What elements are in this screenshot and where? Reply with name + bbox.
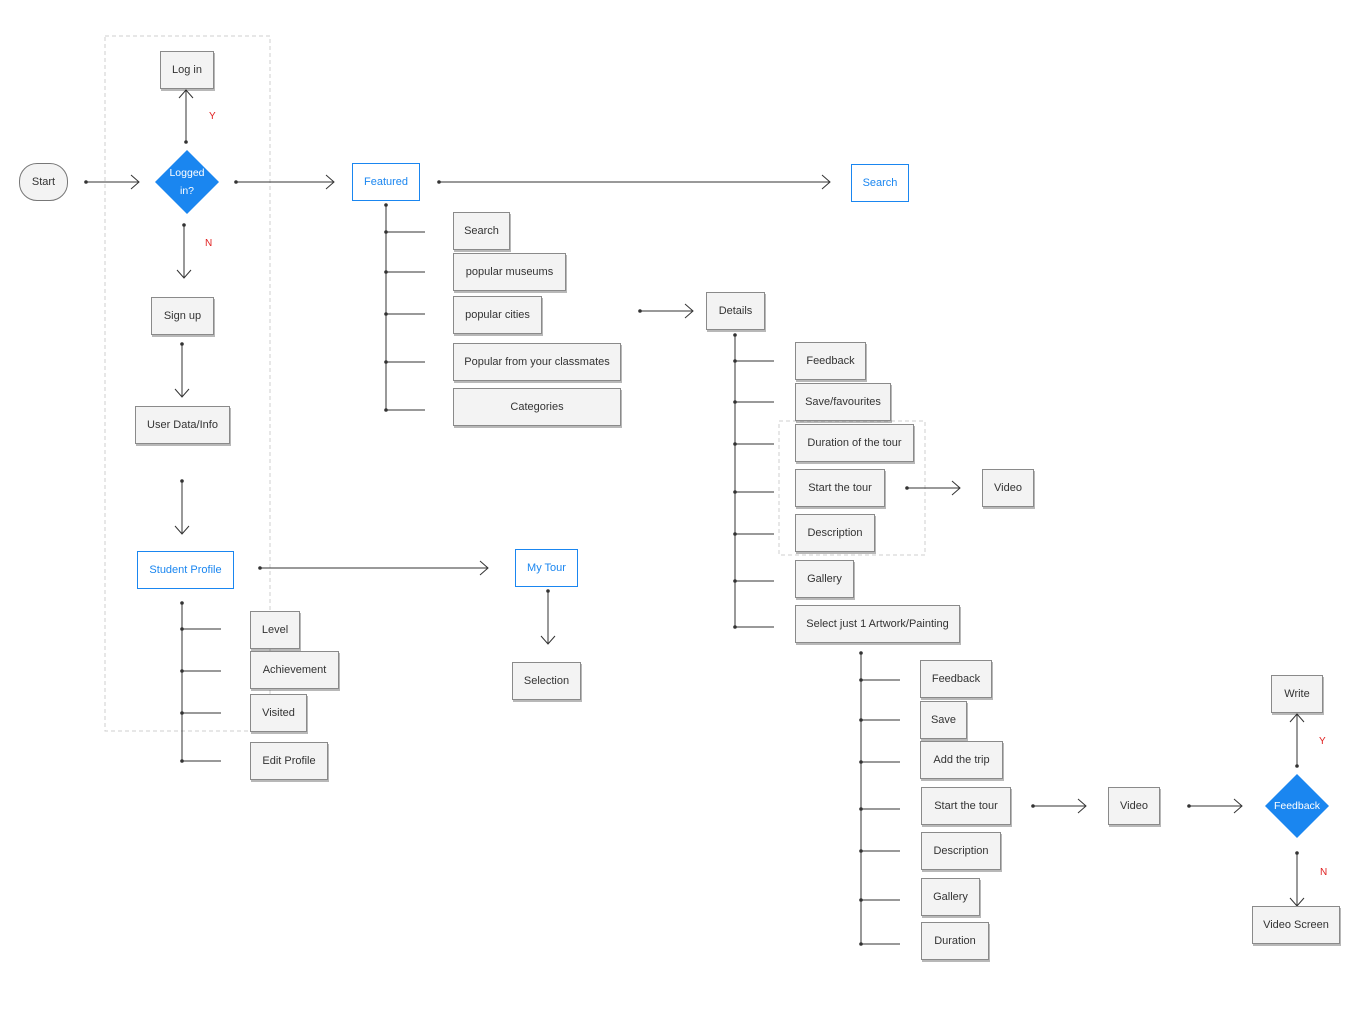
profile-item-achievement: Achievement (250, 651, 339, 689)
sign-up-node: Sign up (151, 297, 214, 335)
featured-item-search: Search (453, 212, 510, 250)
featured-node: Featured (352, 163, 420, 201)
my-tour-node: My Tour (515, 549, 578, 587)
login-group-outline (104, 35, 271, 732)
feedback-decision: Feedback (1265, 774, 1329, 838)
feedback-no-label: N (1320, 867, 1328, 878)
decision-diamond-shape (155, 150, 219, 214)
feedback-diamond-shape (1265, 774, 1329, 838)
start-node: Start (19, 163, 68, 201)
write-node: Write (1271, 675, 1323, 713)
video-screen-node: Video Screen (1252, 906, 1340, 944)
featured-item-popular-classmates: Popular from your classmates (453, 343, 621, 381)
artwork-item-duration: Duration (921, 922, 989, 960)
featured-item-popular-cities: popular cities (453, 296, 542, 334)
search-node: Search (851, 164, 909, 202)
details-item-gallery: Gallery (795, 560, 854, 598)
details-item-description: Description (795, 514, 875, 552)
artwork-item-feedback: Feedback (920, 660, 992, 698)
video-node: Video (982, 469, 1034, 507)
selection-node: Selection (512, 662, 581, 700)
profile-item-edit-profile: Edit Profile (250, 742, 328, 780)
logged-in-label: Logged in? (169, 167, 205, 197)
details-item-feedback: Feedback (795, 342, 866, 380)
profile-item-level: Level (250, 611, 300, 649)
artwork-item-start-tour: Start the tour (921, 787, 1011, 825)
artwork-item-description: Description (921, 832, 1001, 870)
artwork-item-gallery: Gallery (921, 878, 980, 916)
details-item-duration: Duration of the tour (795, 424, 914, 462)
featured-item-popular-museums: popular museums (453, 253, 566, 291)
feedback-decision-label: Feedback (1273, 800, 1321, 812)
feedback-yes-label: Y (1319, 736, 1326, 747)
details-item-save-favourites: Save/favourites (795, 383, 891, 421)
user-data-node: User Data/Info (135, 406, 230, 444)
details-item-select-artwork: Select just 1 Artwork/Painting (795, 605, 960, 643)
profile-item-visited: Visited (250, 694, 307, 732)
video-node-2: Video (1108, 787, 1160, 825)
artwork-item-save: Save (920, 701, 967, 739)
featured-item-categories: Categories (453, 388, 621, 426)
no-label: N (205, 238, 213, 249)
yes-label: Y (209, 111, 216, 122)
details-node: Details (706, 292, 765, 330)
logged-in-decision: Logged in? (155, 150, 219, 214)
log-in-node: Log in (160, 51, 214, 89)
student-profile-node: Student Profile (137, 551, 234, 589)
details-item-start-tour: Start the tour (795, 469, 885, 507)
artwork-item-add-trip: Add the trip (920, 741, 1003, 779)
